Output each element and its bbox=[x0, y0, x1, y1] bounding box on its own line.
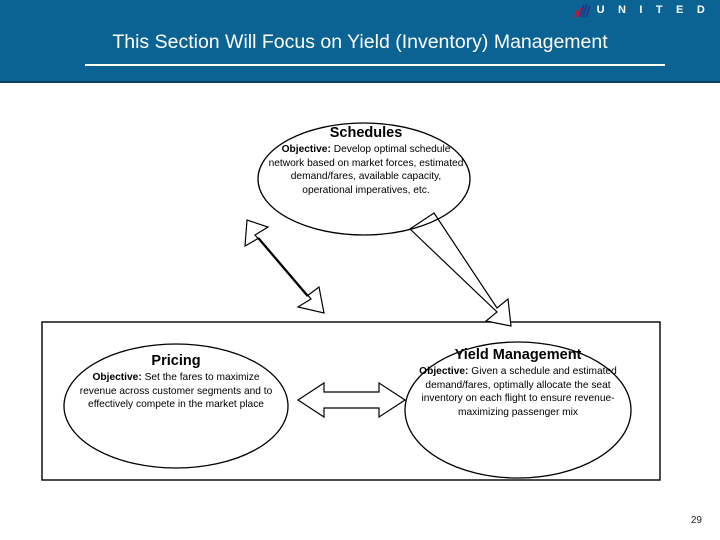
header-banner: U N I T E D This Section Will Focus on Y… bbox=[0, 0, 720, 83]
page-number: 29 bbox=[690, 515, 702, 526]
connector-schedules-pricing-arrow bbox=[244, 219, 325, 314]
brand-wordmark: U N I T E D bbox=[596, 3, 710, 16]
diagram-shapes bbox=[41, 122, 661, 481]
connector-pricing-yield-arrow bbox=[296, 381, 407, 419]
node-yield-management-shape bbox=[404, 341, 632, 479]
node-schedules-shape bbox=[257, 122, 471, 236]
revenue-management-box bbox=[41, 321, 661, 481]
diagram-canvas: Schedules Objective: Develop optimal sch… bbox=[0, 83, 720, 540]
brand-logo: U N I T E D bbox=[573, 2, 710, 18]
connector-schedules-yield-arrow bbox=[409, 212, 512, 327]
title-underline bbox=[85, 64, 665, 66]
page-title: This Section Will Focus on Yield (Invent… bbox=[112, 31, 608, 53]
united-tulip-logo-icon bbox=[573, 3, 591, 17]
node-pricing-shape bbox=[63, 343, 289, 469]
